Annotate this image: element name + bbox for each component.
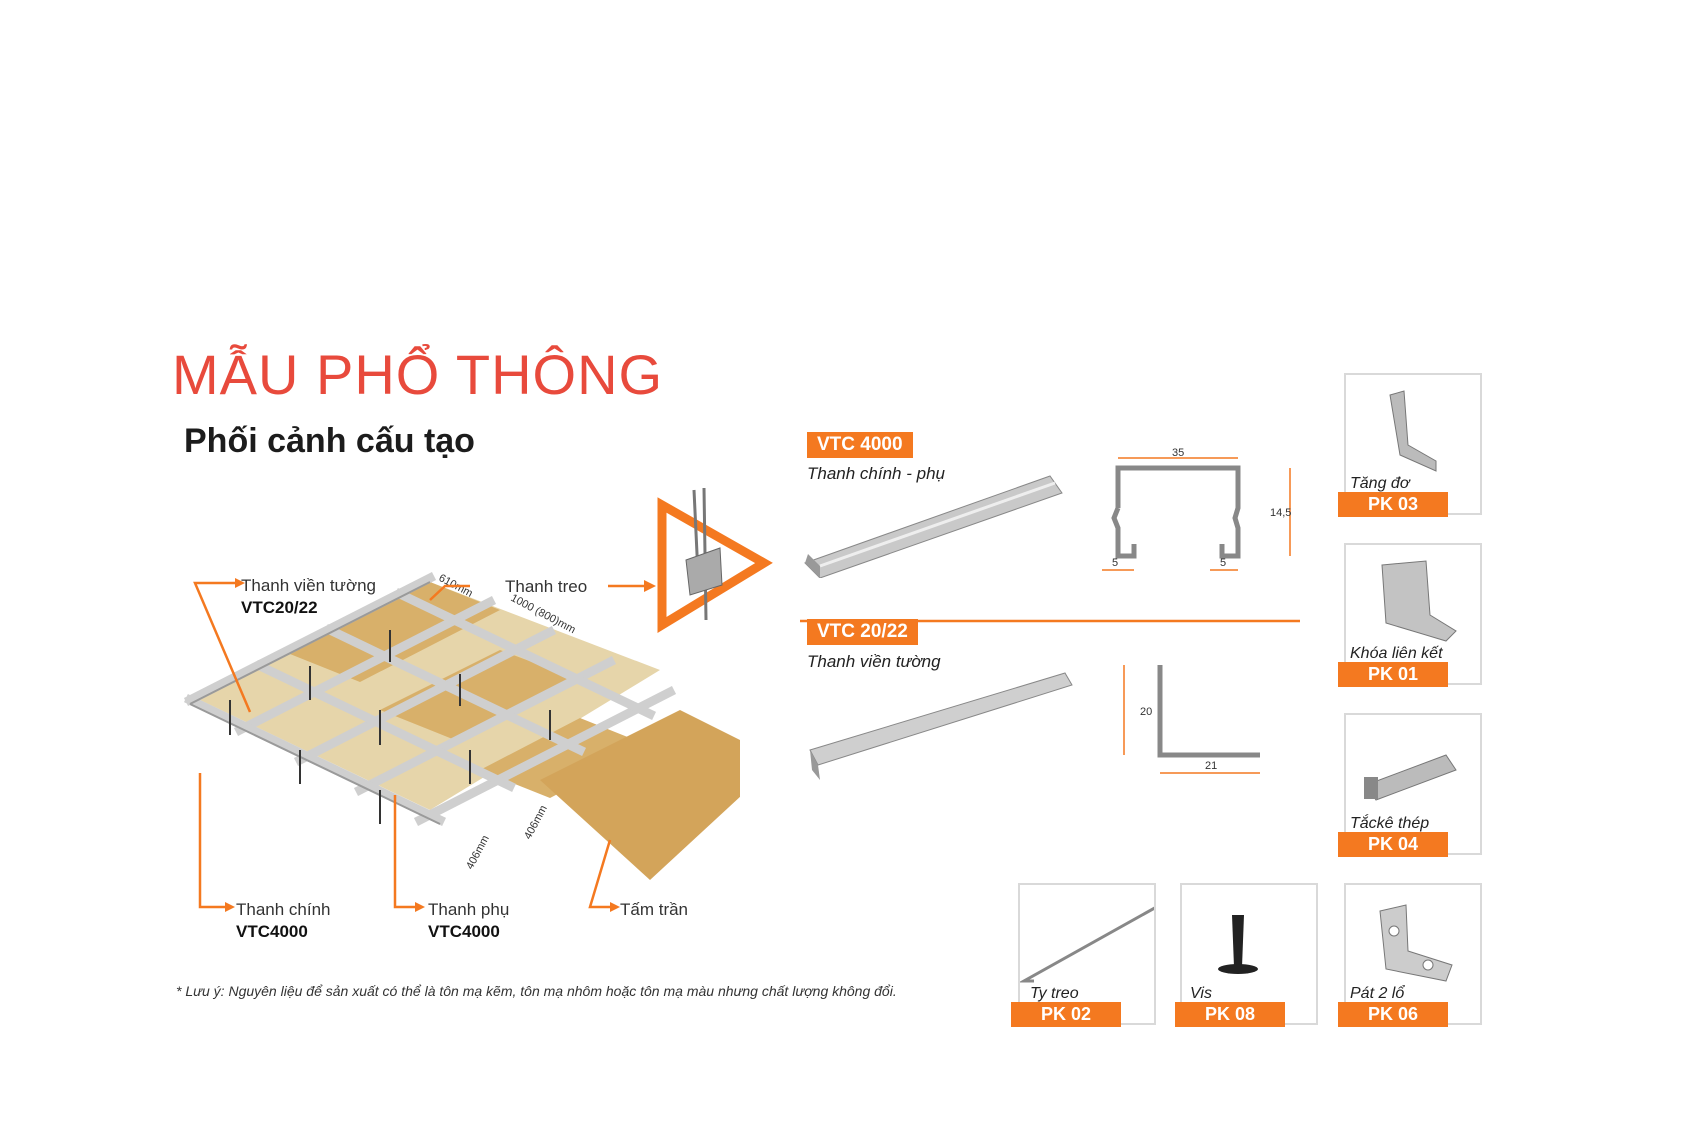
profile-tag-vtc4000: VTC 4000 — [807, 432, 913, 458]
label-main-bar: Thanh chính — [236, 900, 331, 919]
label-wall-trim-code: VTC20/22 — [241, 598, 318, 617]
dim-height-20: 20 — [1140, 706, 1152, 718]
section-title: Phối cảnh cấu tạo — [184, 422, 475, 460]
accessory-name-pk08: Vis — [1190, 985, 1212, 1002]
anchor-bolt-icon — [1364, 754, 1457, 801]
angle-bracket-icon — [1379, 904, 1453, 982]
accessory-code-pk02: PK 02 — [1011, 1002, 1121, 1027]
ceiling-panel — [290, 582, 500, 682]
label-panel: Tấm trần — [620, 900, 689, 919]
profile-section-vtc2022: 20 21 — [1123, 665, 1260, 774]
label-sub-bar: Thanh phụ — [428, 900, 510, 919]
dim-width-21: 21 — [1205, 760, 1217, 772]
hanger-rods — [229, 630, 551, 824]
material-note: * Lưu ý: Nguyên liệu để sản xuất có thể … — [176, 983, 897, 999]
accessory-card-pk04: Tắckê thép — [1344, 713, 1482, 855]
page-title: MẪU PHỔ THÔNG — [172, 343, 664, 406]
accessory-name-pk01: Khóa liên kết — [1350, 645, 1443, 662]
accessory-card-pk01: Khóa liên kết — [1344, 543, 1482, 685]
label-sub-bar-code: VTC4000 — [428, 922, 500, 941]
accessory-name-pk02: Ty treo — [1030, 985, 1079, 1002]
ceiling-grid-diagram: 610mm 1000 (800)mm 406mm 406mm — [183, 571, 740, 880]
accessory-code-pk06: PK 06 — [1338, 1002, 1448, 1027]
dim-lip-left-5: 5 — [1112, 557, 1118, 569]
accessory-card-pk02: Ty treo — [1018, 883, 1161, 1025]
accessory-code-pk04: PK 04 — [1338, 832, 1448, 857]
ceiling-panel-sheet — [540, 710, 740, 880]
connector-clip-icon — [1381, 560, 1457, 642]
screw-icon — [1218, 915, 1258, 974]
accessory-card-pk06: Pát 2 lổ — [1344, 883, 1482, 1025]
accessory-name-pk06: Pát 2 lổ — [1350, 985, 1405, 1002]
hanger-detail-frame — [657, 497, 773, 634]
dim-height-14-5: 14,5 — [1270, 507, 1291, 519]
accessory-name-pk03: Tăng đơ — [1350, 475, 1410, 492]
turnbuckle-icon — [1389, 390, 1437, 472]
accessory-code-pk03: PK 03 — [1338, 492, 1448, 517]
accessory-code-pk01: PK 01 — [1338, 662, 1448, 687]
label-main-bar-code: VTC4000 — [236, 922, 308, 941]
accessory-name-pk04: Tắckê thép — [1350, 815, 1430, 832]
profile-tag-vtc2022: VTC 20/22 — [807, 619, 918, 645]
dim-lip-right-5: 5 — [1220, 557, 1226, 569]
accessory-code-pk08: PK 08 — [1175, 1002, 1285, 1027]
profile-image-vtc2022 — [809, 672, 1073, 780]
profile-image-vtc4000 — [804, 475, 1063, 578]
profile-section-vtc4000: 35 14,5 5 5 — [1102, 448, 1291, 571]
label-wall-trim: Thanh viền tường — [241, 576, 376, 595]
profile-desc-vtc2022: Thanh viền tường — [807, 652, 941, 671]
dim-width-35: 35 — [1172, 448, 1184, 459]
hanger-rod-icon — [1018, 903, 1161, 983]
label-hanger: Thanh treo — [505, 577, 588, 596]
grid-bars — [183, 571, 677, 827]
hanger-detail-icon — [685, 487, 723, 621]
ceiling-panel — [380, 650, 580, 742]
ceiling-panel — [480, 718, 650, 798]
profile-desc-vtc4000: Thanh chính - phụ — [807, 464, 945, 483]
